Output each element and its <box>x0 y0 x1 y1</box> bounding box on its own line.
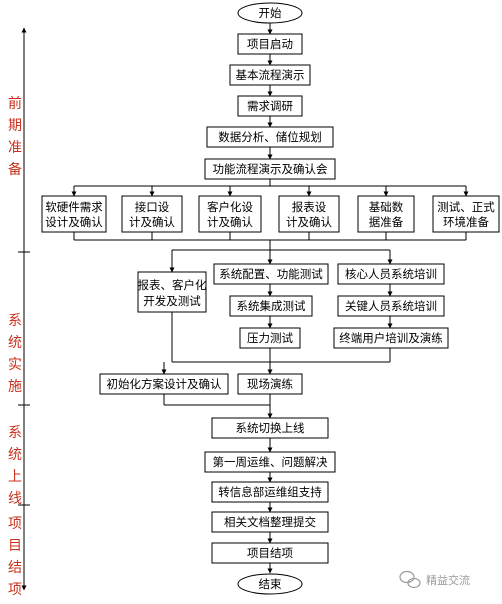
step-first-week-ops: 第一周运维、问题解决 <box>204 451 336 473</box>
step-interface-design: 接口设 计及确认 <box>121 195 183 233</box>
svg-text:开发及测试: 开发及测试 <box>143 294 201 308</box>
step-end-user-training: 终端用户培训及演练 <box>333 327 449 349</box>
svg-text:结: 结 <box>8 560 22 576</box>
step-doc-submission: 相关文档整理提交 <box>211 511 329 533</box>
svg-text:精益交流: 精益交流 <box>426 573 470 587</box>
wechat-icon <box>399 570 421 589</box>
svg-text:系: 系 <box>8 425 22 441</box>
step-hw-sw-requirements: 软硬件需求 设计及确认 <box>41 195 107 233</box>
step-onsite-rehearsal: 现场演练 <box>237 373 303 395</box>
svg-text:据准备: 据准备 <box>369 215 404 229</box>
svg-text:统: 统 <box>8 447 22 463</box>
step-customization-design: 客户化设 计及确认 <box>198 195 262 233</box>
step-system-config-test: 系统配置、功能测试 <box>213 263 329 285</box>
svg-text:系统切换上线: 系统切换上线 <box>236 421 305 435</box>
svg-text:开始: 开始 <box>259 6 282 20</box>
step-key-staff-training: 核心人员系统培训 <box>337 263 445 285</box>
step-basic-data-prep: 基础数 据准备 <box>357 195 415 233</box>
phase-pre-preparation: 前 期 准 备 <box>8 95 22 178</box>
svg-text:软硬件需求: 软硬件需求 <box>45 200 103 214</box>
svg-text:准: 准 <box>8 140 22 156</box>
svg-text:相关文档整理提交: 相关文档整理提交 <box>224 515 316 529</box>
step-init-plan-design: 初始化方案设计及确认 <box>99 373 229 395</box>
step-system-cutover: 系统切换上线 <box>211 417 329 439</box>
svg-text:项: 项 <box>8 516 22 532</box>
phase-timeline <box>18 27 30 591</box>
connectors <box>71 22 469 574</box>
svg-text:接口设: 接口设 <box>135 200 170 214</box>
svg-text:系: 系 <box>8 313 22 329</box>
svg-text:数据分析、储位规划: 数据分析、储位规划 <box>218 130 322 144</box>
svg-text:系统集成测试: 系统集成测试 <box>237 299 306 313</box>
step-function-flow-confirm: 功能流程演示及确认会 <box>204 158 336 180</box>
step-key-user-training: 关键人员系统培训 <box>337 295 445 317</box>
svg-text:实: 实 <box>8 357 22 373</box>
svg-text:报表设: 报表设 <box>292 200 327 214</box>
svg-text:备: 备 <box>8 161 22 178</box>
svg-text:上: 上 <box>8 469 22 485</box>
svg-text:现场演练: 现场演练 <box>247 377 293 391</box>
end-node: 结束 <box>237 573 303 595</box>
step-project-kickoff: 项目启动 <box>237 33 303 55</box>
step-data-analysis: 数据分析、储位规划 <box>206 126 334 148</box>
svg-text:基本流程演示: 基本流程演示 <box>236 68 305 82</box>
svg-text:核心人员系统培训: 核心人员系统培训 <box>345 267 437 281</box>
svg-text:计及确认: 计及确认 <box>207 215 253 229</box>
svg-text:项目启动: 项目启动 <box>247 37 293 51</box>
svg-text:计及确认: 计及确认 <box>129 215 175 229</box>
svg-text:项目结项: 项目结项 <box>247 546 293 560</box>
svg-text:施: 施 <box>8 379 22 395</box>
svg-text:压力测试: 压力测试 <box>247 331 293 345</box>
svg-text:线: 线 <box>8 491 22 507</box>
svg-text:需求调研: 需求调研 <box>247 99 293 113</box>
svg-text:测试、正式: 测试、正式 <box>437 200 495 214</box>
watermark: 精益交流 <box>399 570 470 589</box>
svg-text:期: 期 <box>8 118 22 134</box>
svg-text:第一周运维、问题解决: 第一周运维、问题解决 <box>213 455 328 469</box>
step-handover-it-ops: 转信息部运维组支持 <box>211 481 329 503</box>
svg-text:转信息部运维组支持: 转信息部运维组支持 <box>218 485 322 499</box>
svg-text:项: 项 <box>8 582 22 598</box>
step-stress-test: 压力测试 <box>239 327 301 349</box>
svg-text:终端用户培训及演练: 终端用户培训及演练 <box>339 331 443 345</box>
svg-text:基础数: 基础数 <box>369 200 404 214</box>
svg-text:结束: 结束 <box>259 577 282 591</box>
svg-text:前: 前 <box>8 95 22 112</box>
phase-closure: 项 目 结 项 <box>8 516 22 598</box>
step-basic-flow-demo: 基本流程演示 <box>229 64 311 86</box>
svg-text:环境准备: 环境准备 <box>443 215 489 229</box>
step-report-custom-dev: 报表、客户化 开发及测试 <box>137 271 207 313</box>
svg-text:初始化方案设计及确认: 初始化方案设计及确认 <box>107 377 222 391</box>
svg-text:客户化设: 客户化设 <box>207 200 253 214</box>
phase-implementation: 系 统 实 施 <box>8 313 22 395</box>
svg-text:设计及确认: 设计及确认 <box>45 215 103 229</box>
svg-text:系统配置、功能测试: 系统配置、功能测试 <box>219 267 323 281</box>
phase-go-live: 系 统 上 线 <box>8 425 22 507</box>
start-node: 开始 <box>237 2 303 24</box>
step-requirements-research: 需求调研 <box>237 95 303 117</box>
svg-text:报表、客户化: 报表、客户化 <box>138 278 207 292</box>
svg-text:关键人员系统培训: 关键人员系统培训 <box>345 299 437 313</box>
svg-text:统: 统 <box>8 335 22 351</box>
step-test-prod-env-prep: 测试、正式 环境准备 <box>432 195 500 233</box>
svg-text:目: 目 <box>8 538 22 554</box>
step-integration-test: 系统集成测试 <box>229 295 313 317</box>
svg-text:计及确认: 计及确认 <box>286 215 332 229</box>
step-report-design: 报表设 计及确认 <box>278 195 340 233</box>
svg-text:功能流程演示及确认会: 功能流程演示及确认会 <box>213 162 328 176</box>
step-project-closure: 项目结项 <box>211 542 329 564</box>
